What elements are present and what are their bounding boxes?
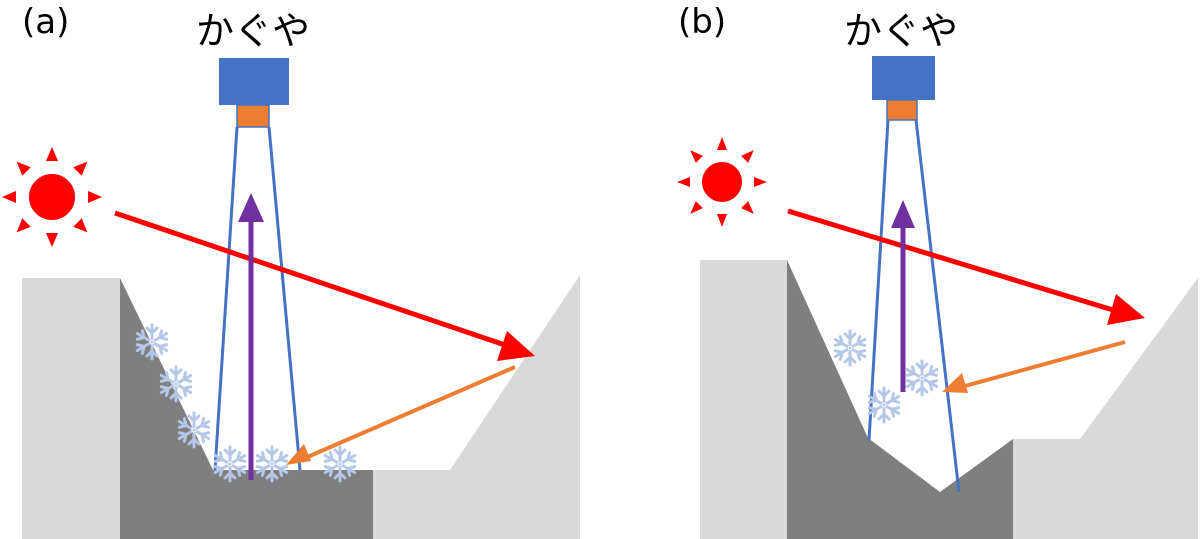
panel-a: (a) かぐや [2,2,580,539]
fov-left-edge-a [213,126,239,471]
sensor-b [886,99,918,121]
sun-icon [2,147,102,247]
sunlight-arrowhead-b [1107,294,1145,325]
reflected-ray-a [304,365,516,460]
spacecraft-body-a [219,58,289,105]
fov-left-edge-b [867,119,890,441]
ice-icon [905,361,939,395]
emitted-arrowhead-b [891,200,915,228]
ice-icon [833,331,867,365]
scene-b [677,56,1198,539]
reflected-ray-b [964,340,1126,388]
shadowed-crater-floor [120,278,373,539]
spacecraft-label-b: かぐや [844,9,959,53]
lit-terrain-left [700,260,787,539]
reflected-arrowhead-a [286,444,311,465]
sunlight-ray-a [114,210,506,348]
lit-terrain-right [373,275,580,539]
sunlight-ray-b [787,208,1114,313]
lit-terrain-left [22,278,120,539]
panel-label-b: (b) [678,2,727,42]
emitted-arrowhead-a [238,193,264,222]
sunlight-arrowhead-a [497,331,535,361]
spacecraft-label-a: かぐや [196,9,311,53]
scene-a [2,58,580,539]
sensor-a [236,104,270,128]
reflected-arrowhead-b [942,373,968,393]
panel-label-a: (a) [22,2,70,42]
fov-right-edge-b [914,119,961,493]
fov-right-edge-a [267,126,302,471]
lit-terrain-right [1013,278,1198,539]
spacecraft-body-b [872,56,935,100]
sun-icon [677,137,767,227]
panel-b: (b) かぐや [600,0,1200,539]
shadowed-crater-floor [787,260,1013,539]
